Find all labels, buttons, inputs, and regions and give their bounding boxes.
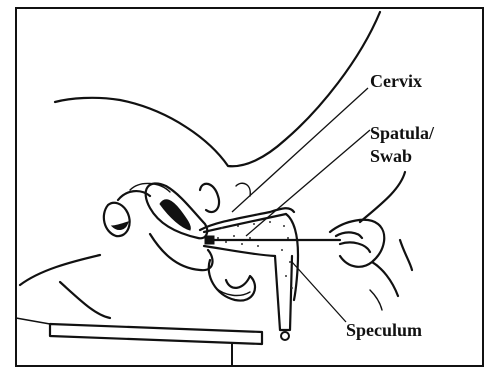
lower-thigh-outline (60, 282, 110, 318)
bladder-top (236, 183, 250, 196)
label-swab: Swab (370, 146, 412, 166)
label-speculum: Speculum (346, 320, 422, 340)
bladder (200, 184, 219, 212)
thigh-outline (360, 172, 405, 222)
ovary (104, 203, 130, 236)
spatula-tip (205, 236, 214, 244)
buttock-outline (400, 240, 412, 270)
label-spatula: Spatula/ (370, 123, 435, 143)
body-back-outline (55, 12, 380, 166)
hand (330, 220, 398, 296)
exam-table-top (50, 324, 262, 344)
speculum-lower-blade (204, 246, 275, 256)
ovary-fill (112, 222, 128, 229)
speculum-leader (292, 262, 346, 322)
speculum-handle (275, 256, 292, 330)
label-cervix: Cervix (370, 71, 422, 91)
rectum-outline (150, 234, 213, 270)
speculum-handle-end (281, 332, 289, 340)
lower-body-outline (20, 255, 100, 285)
exam-table-edge (16, 318, 50, 324)
speculum-shadow (370, 290, 382, 310)
